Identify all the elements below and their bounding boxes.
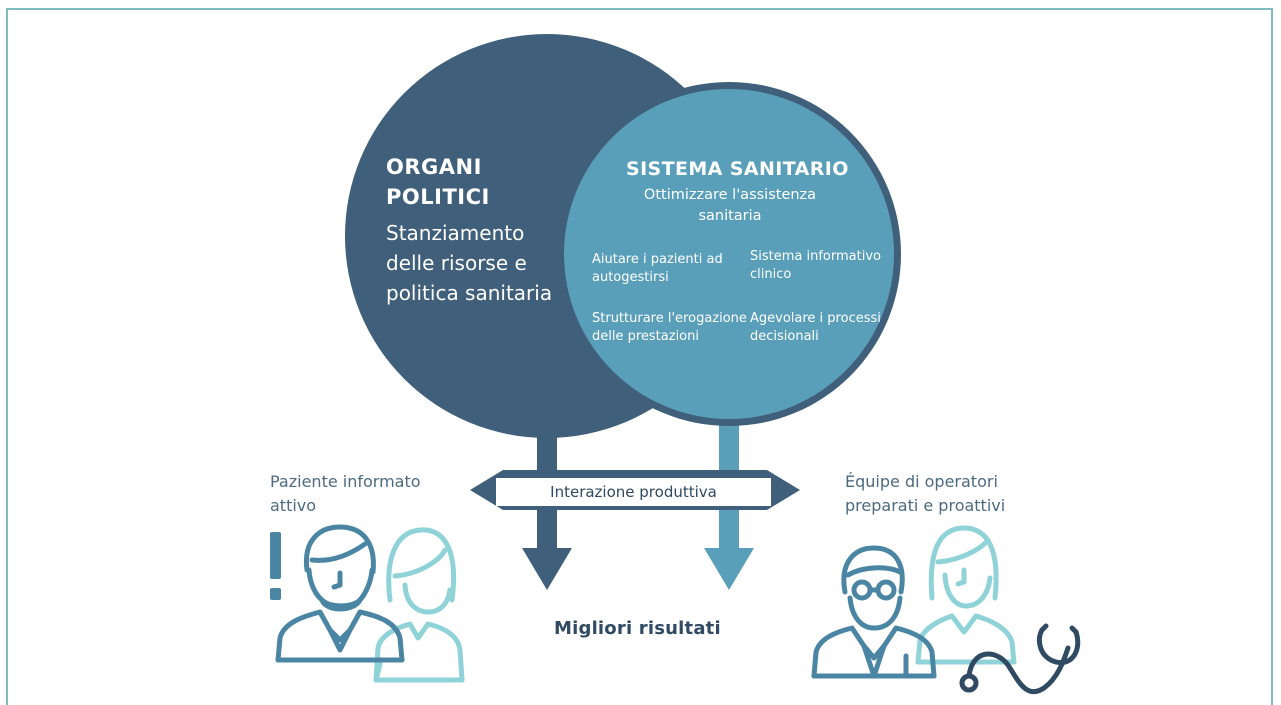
doctor-icon bbox=[811, 545, 937, 679]
team-icons bbox=[811, 525, 1081, 695]
team-label: Équipe di operatori preparati e proattiv… bbox=[845, 472, 1006, 515]
outcome-label: Migliori risultati bbox=[554, 618, 721, 639]
diagram-frame bbox=[6, 8, 1273, 705]
health-system-title: SISTEMA SANITARIO bbox=[626, 158, 849, 180]
patient-icons bbox=[270, 524, 465, 683]
nurse-icon bbox=[915, 525, 1017, 665]
health-system-subtitle: Ottimizzare l'assistenza sanitaria bbox=[643, 187, 817, 224]
policy-subtitle: Stanziamento delle risorse e politica sa… bbox=[386, 221, 553, 305]
interaction-band bbox=[470, 470, 800, 510]
health-item-delivery-design: Strutturare l'erogazione delle prestazio… bbox=[592, 311, 747, 344]
policy-title: ORGANI POLITICI bbox=[386, 155, 490, 209]
exclamation-icon bbox=[270, 532, 281, 600]
health-item-decision-support: Agevolare i processi decisionali bbox=[750, 311, 881, 344]
patient-label: Paziente informato attivo bbox=[270, 472, 421, 515]
health-arrow-head bbox=[704, 548, 754, 590]
health-item-clinical-info-system: Sistema informativo clinico bbox=[750, 249, 881, 282]
interaction-label: Interazione produttiva bbox=[550, 483, 717, 501]
health-circle bbox=[564, 89, 894, 419]
policy-arrow-head bbox=[522, 548, 572, 590]
health-item-self-management: Aiutare i pazienti ad autogestirsi bbox=[592, 252, 723, 285]
male-patient-icon bbox=[275, 524, 405, 663]
interaction-label-box bbox=[496, 478, 771, 506]
female-patient-icon bbox=[373, 527, 465, 683]
stethoscope-icon bbox=[959, 623, 1081, 695]
